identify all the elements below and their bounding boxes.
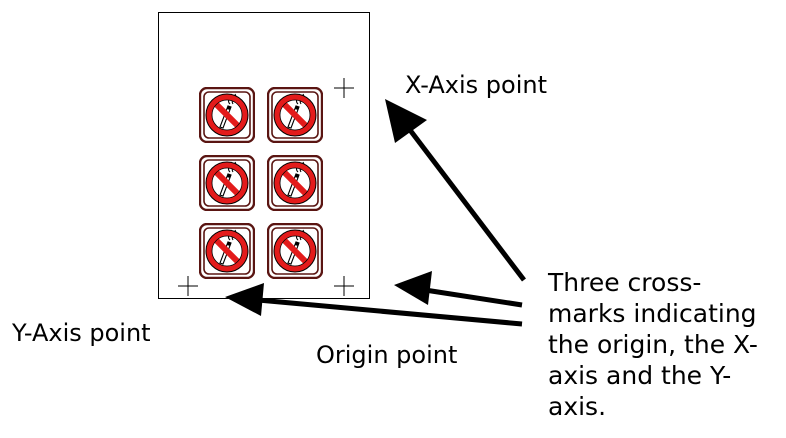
sheet-page bbox=[158, 12, 370, 299]
arrow-to-origin-point bbox=[394, 271, 523, 308]
arrow-to-x-axis-point bbox=[385, 99, 526, 282]
note-line: Three cross- bbox=[548, 268, 702, 297]
no-smoking-icon bbox=[200, 156, 254, 210]
no-smoking-icon bbox=[200, 224, 254, 278]
origin-point-label: Origin point bbox=[316, 341, 458, 369]
no-smoking-icon bbox=[268, 224, 322, 278]
crossmark-explanation-note: Three cross- marks indicating the origin… bbox=[548, 267, 784, 422]
note-line: the origin, the X- bbox=[548, 330, 758, 359]
note-line: marks indicating bbox=[548, 299, 757, 328]
note-line: axis. bbox=[548, 392, 607, 421]
note-line: axis and the Y- bbox=[548, 361, 732, 390]
arrow-to-y-axis-point bbox=[225, 283, 523, 327]
y-axis-point-label: Y-Axis point bbox=[12, 319, 151, 347]
x-axis-point-label: X-Axis point bbox=[405, 71, 548, 99]
no-smoking-icon bbox=[268, 156, 322, 210]
no-smoking-icon bbox=[200, 88, 254, 142]
no-smoking-icon bbox=[268, 88, 322, 142]
